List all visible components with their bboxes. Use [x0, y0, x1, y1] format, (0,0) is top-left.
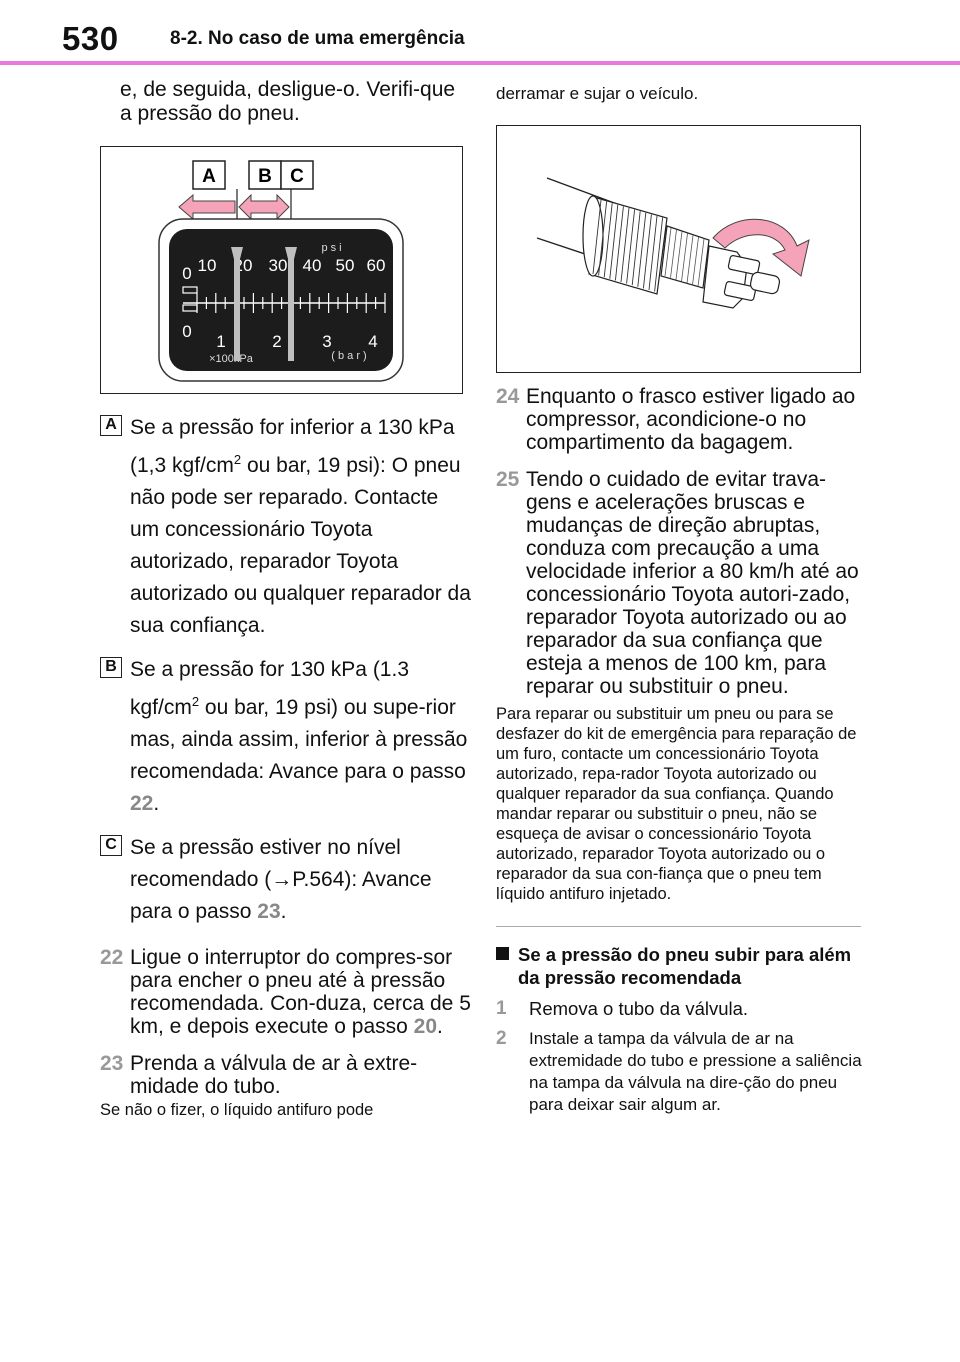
- step-ref-20: 20: [413, 1015, 438, 1038]
- svg-text:1: 1: [216, 332, 225, 351]
- svg-text:×100kPa: ×100kPa: [209, 353, 254, 365]
- step-25: 25 Tendo o cuidado de evitar trava-gens …: [496, 468, 859, 698]
- svg-text:30: 30: [269, 256, 288, 275]
- item-c: C Se a pressão estiver no nível recomend…: [100, 832, 472, 928]
- needle-b: [285, 247, 297, 361]
- continued-text: derramar e sujar o veículo.: [496, 84, 699, 103]
- svg-text:psi: psi: [321, 242, 344, 254]
- valve-cap: [582, 195, 668, 295]
- step-ref-22: 22: [130, 792, 154, 815]
- step-number-22: 22: [100, 946, 124, 969]
- valve-body: [660, 225, 781, 309]
- arrow-a: [178, 193, 236, 221]
- label-box-a: A: [100, 415, 122, 436]
- label-boxes: A B C: [192, 160, 314, 190]
- svg-text:0: 0: [182, 264, 191, 283]
- valve-illustration: [536, 177, 810, 309]
- svg-text:2: 2: [272, 332, 281, 351]
- page-header: 530 8-2. No caso de uma emergência: [0, 0, 960, 65]
- left-column: e, de seguida, desligue-o. Verifi-que a …: [100, 78, 472, 1120]
- item-a: A Se a pressão for inferior a 130 kPa (1…: [100, 412, 472, 642]
- right-column: derramar e sujar o veículo.: [496, 78, 866, 1116]
- label-b: B: [258, 166, 272, 187]
- valve-figure: [496, 125, 861, 373]
- svg-text:( b a r ): ( b a r ): [331, 350, 366, 362]
- step-25-note: Para reparar ou substituir um pneu ou pa…: [496, 705, 857, 903]
- section-title: 8-2. No caso de uma emergência: [170, 28, 465, 49]
- svg-text:50: 50: [336, 256, 355, 275]
- item-b-text: Se a pressão for 130 kPa (1.3 kgf/cm: [130, 658, 409, 719]
- intro-text: e, de seguida, desligue-o. Verifi-que a …: [120, 78, 456, 125]
- label-box-b: B: [100, 657, 122, 678]
- section-divider: [496, 926, 861, 927]
- step-number-25: 25: [496, 468, 520, 491]
- sub-step-2: 2 Instale a tampa da válvula de ar na ex…: [496, 1028, 862, 1114]
- svg-text:3: 3: [322, 332, 331, 351]
- label-a: A: [202, 166, 216, 187]
- label-box-c: C: [100, 835, 122, 856]
- svg-text:4: 4: [368, 332, 377, 351]
- arrow-b: [238, 193, 290, 221]
- svg-text:60: 60: [367, 256, 386, 275]
- step-ref-23: 23: [257, 900, 281, 923]
- svg-text:10: 10: [198, 256, 217, 275]
- item-b: B Se a pressão for 130 kPa (1.3 kgf/cm2 …: [100, 654, 472, 820]
- step-22: 22 Ligue o interruptor do compres-sor pa…: [100, 946, 471, 1038]
- label-c: C: [290, 166, 304, 187]
- svg-text:0: 0: [182, 322, 191, 341]
- rotation-arrow: [712, 218, 810, 277]
- subheading: Se a pressão do pneu subir para além da …: [496, 943, 866, 989]
- pressure-gauge-figure: A B C psi 0 10 20 30: [100, 146, 463, 394]
- item-a-text: Se a pressão for inferior a 130 kPa (1,3…: [130, 416, 455, 477]
- page-number: 530: [62, 20, 119, 57]
- step-number-23: 23: [100, 1052, 124, 1075]
- item-c-text: Se a pressão estiver no nível recomendad…: [130, 836, 432, 923]
- sub-step-1: 1 Remova o tubo da válvula.: [496, 998, 749, 1019]
- step-number-24: 24: [496, 385, 520, 408]
- step-24: 24 Enquanto o frasco estiver ligado ao c…: [496, 385, 856, 454]
- square-bullet-icon: [496, 947, 509, 960]
- step-23: 23 Prenda a válvula de ar à extre-midade…: [100, 1052, 418, 1098]
- svg-text:40: 40: [303, 256, 322, 275]
- step-23-note: Se não o fizer, o líquido antifuro pode: [100, 1101, 374, 1119]
- pressure-gauge-illustration: A B C psi 0 10 20 30: [158, 160, 404, 382]
- needle-a: [231, 247, 243, 361]
- header-rule: [0, 61, 960, 65]
